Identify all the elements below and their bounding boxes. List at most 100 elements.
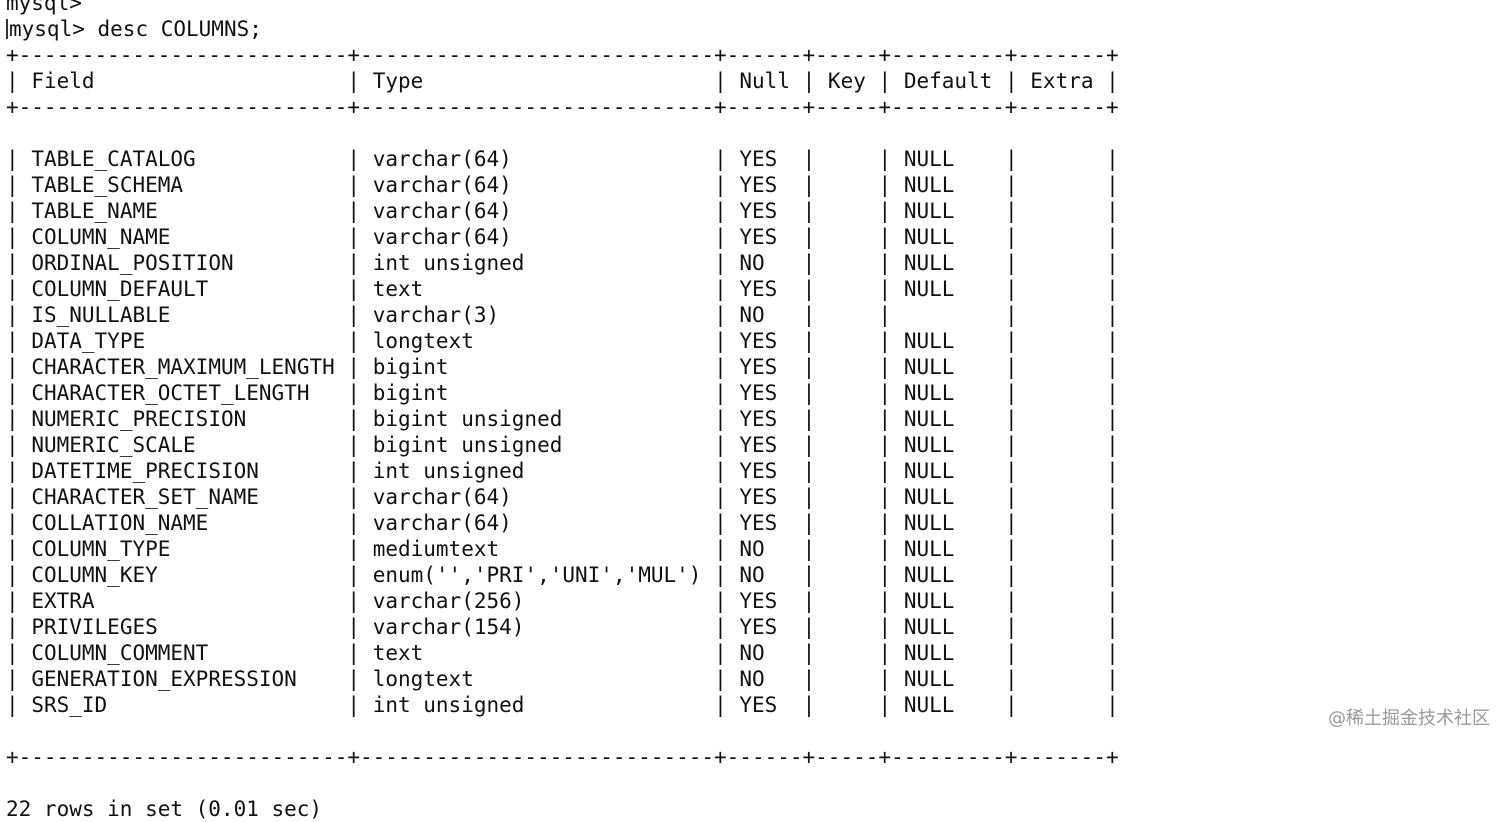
cell-extra bbox=[1030, 407, 1093, 431]
cell-type: varchar(64) bbox=[372, 511, 702, 535]
cell-default: NULL bbox=[903, 693, 993, 717]
cell-type: text bbox=[372, 641, 702, 665]
cell-field: COLLATION_NAME bbox=[31, 511, 335, 535]
cell-extra bbox=[1030, 485, 1093, 509]
cell-null: NO bbox=[739, 303, 790, 327]
cell-key bbox=[828, 173, 866, 197]
cell-extra bbox=[1030, 589, 1093, 613]
cell-type: longtext bbox=[372, 667, 702, 691]
cell-extra bbox=[1030, 251, 1093, 275]
cell-key bbox=[828, 251, 866, 275]
cell-key bbox=[828, 537, 866, 561]
cell-default bbox=[904, 303, 993, 327]
cell-extra bbox=[1030, 693, 1093, 717]
cell-type: varchar(64) bbox=[372, 485, 702, 509]
cell-field: CHARACTER_MAXIMUM_LENGTH bbox=[31, 355, 335, 379]
table-border-top: +--------------------------+------------… bbox=[6, 43, 1119, 67]
table-row: | NUMERIC_PRECISION | bigint unsigned | … bbox=[6, 407, 1119, 431]
cell-field: EXTRA bbox=[31, 589, 335, 613]
cell-key bbox=[828, 459, 866, 483]
column-header-default: Default bbox=[903, 69, 993, 93]
cell-default: NULL bbox=[903, 277, 993, 301]
cell-default: NULL bbox=[903, 485, 993, 509]
cell-field: COLUMN_KEY bbox=[31, 563, 335, 587]
cell-field: TABLE_SCHEMA bbox=[31, 173, 335, 197]
cell-field: CHARACTER_SET_NAME bbox=[31, 485, 335, 509]
cell-default: NULL bbox=[903, 251, 993, 275]
cell-default: NULL bbox=[903, 329, 993, 353]
cell-extra bbox=[1030, 355, 1093, 379]
cell-type: mediumtext bbox=[372, 537, 702, 561]
cell-default: NULL bbox=[903, 407, 993, 431]
table-row: | NUMERIC_SCALE | bigint unsigned | YES … bbox=[6, 433, 1119, 457]
table-row: | ORDINAL_POSITION | int unsigned | NO |… bbox=[6, 251, 1119, 275]
cell-default: NULL bbox=[903, 355, 993, 379]
cell-field: TABLE_CATALOG bbox=[31, 147, 335, 171]
cell-default: NULL bbox=[903, 615, 993, 639]
cell-null: YES bbox=[739, 693, 790, 717]
cell-default: NULL bbox=[903, 511, 993, 535]
prompt: mysql> bbox=[9, 17, 85, 41]
cell-extra bbox=[1030, 199, 1093, 223]
cell-null: YES bbox=[739, 147, 790, 171]
cell-null: YES bbox=[739, 329, 790, 353]
cell-type: text bbox=[372, 277, 702, 301]
cell-extra bbox=[1030, 381, 1093, 405]
cell-field: COLUMN_TYPE bbox=[31, 537, 335, 561]
cell-field: NUMERIC_PRECISION bbox=[31, 407, 335, 431]
cell-default: NULL bbox=[903, 381, 993, 405]
cell-key bbox=[828, 407, 866, 431]
terminal-output: mysql> mysql> desc COLUMNS; +-----------… bbox=[6, 0, 1166, 822]
cell-key bbox=[828, 485, 866, 509]
result-summary: 22 rows in set (0.01 sec) bbox=[6, 797, 323, 821]
cell-default: NULL bbox=[903, 173, 993, 197]
column-header-key: Key bbox=[827, 69, 866, 93]
cell-null: YES bbox=[739, 433, 790, 457]
cell-field: COLUMN_NAME bbox=[31, 225, 335, 249]
cell-null: NO bbox=[739, 667, 790, 691]
cell-type: int unsigned bbox=[372, 459, 702, 483]
command-line: mysql> desc COLUMNS; bbox=[6, 16, 1166, 42]
cell-type: varchar(64) bbox=[372, 199, 702, 223]
cell-null: YES bbox=[739, 511, 790, 535]
cell-extra bbox=[1030, 563, 1093, 587]
cell-null: NO bbox=[739, 537, 790, 561]
cell-null: YES bbox=[739, 459, 790, 483]
cell-null: YES bbox=[739, 407, 790, 431]
table-header-row: | Field | Type | Null | Key | Default | … bbox=[6, 69, 1119, 93]
cell-default: NULL bbox=[903, 433, 993, 457]
cell-extra bbox=[1030, 303, 1093, 327]
cell-default: NULL bbox=[903, 459, 993, 483]
cell-type: varchar(64) bbox=[372, 173, 702, 197]
column-header-extra: Extra bbox=[1030, 69, 1094, 93]
cell-extra bbox=[1030, 147, 1093, 171]
cell-key bbox=[828, 511, 866, 535]
previous-prompt: mysql> bbox=[6, 0, 82, 15]
cell-type: int unsigned bbox=[372, 251, 702, 275]
cell-key bbox=[828, 225, 866, 249]
cell-field: GENERATION_EXPRESSION bbox=[31, 667, 335, 691]
cell-type: bigint unsigned bbox=[372, 433, 702, 457]
column-header-field: Field bbox=[31, 69, 335, 93]
cell-field: PRIVILEGES bbox=[31, 615, 335, 639]
cell-field: IS_NULLABLE bbox=[31, 303, 335, 327]
cell-type: longtext bbox=[372, 329, 702, 353]
table-row: | TABLE_CATALOG | varchar(64) | YES | | … bbox=[6, 147, 1119, 171]
cell-null: YES bbox=[739, 173, 790, 197]
cell-null: YES bbox=[739, 615, 790, 639]
table-row: | IS_NULLABLE | varchar(3) | NO | | | | bbox=[6, 303, 1119, 327]
table-row: | COLUMN_COMMENT | text | NO | | NULL | … bbox=[6, 641, 1119, 665]
cell-default: NULL bbox=[903, 589, 993, 613]
cell-type: bigint bbox=[372, 381, 702, 405]
cell-null: YES bbox=[739, 381, 790, 405]
cell-key bbox=[828, 277, 866, 301]
table-footer-gap bbox=[6, 718, 1166, 744]
cell-null: YES bbox=[739, 355, 790, 379]
table-row: | SRS_ID | int unsigned | YES | | NULL |… bbox=[6, 693, 1119, 717]
cell-key bbox=[828, 381, 866, 405]
cell-key bbox=[828, 303, 866, 327]
cell-type: varchar(64) bbox=[372, 147, 702, 171]
table-row: | COLUMN_TYPE | mediumtext | NO | | NULL… bbox=[6, 537, 1119, 561]
cell-extra bbox=[1030, 173, 1093, 197]
cell-key bbox=[828, 355, 866, 379]
